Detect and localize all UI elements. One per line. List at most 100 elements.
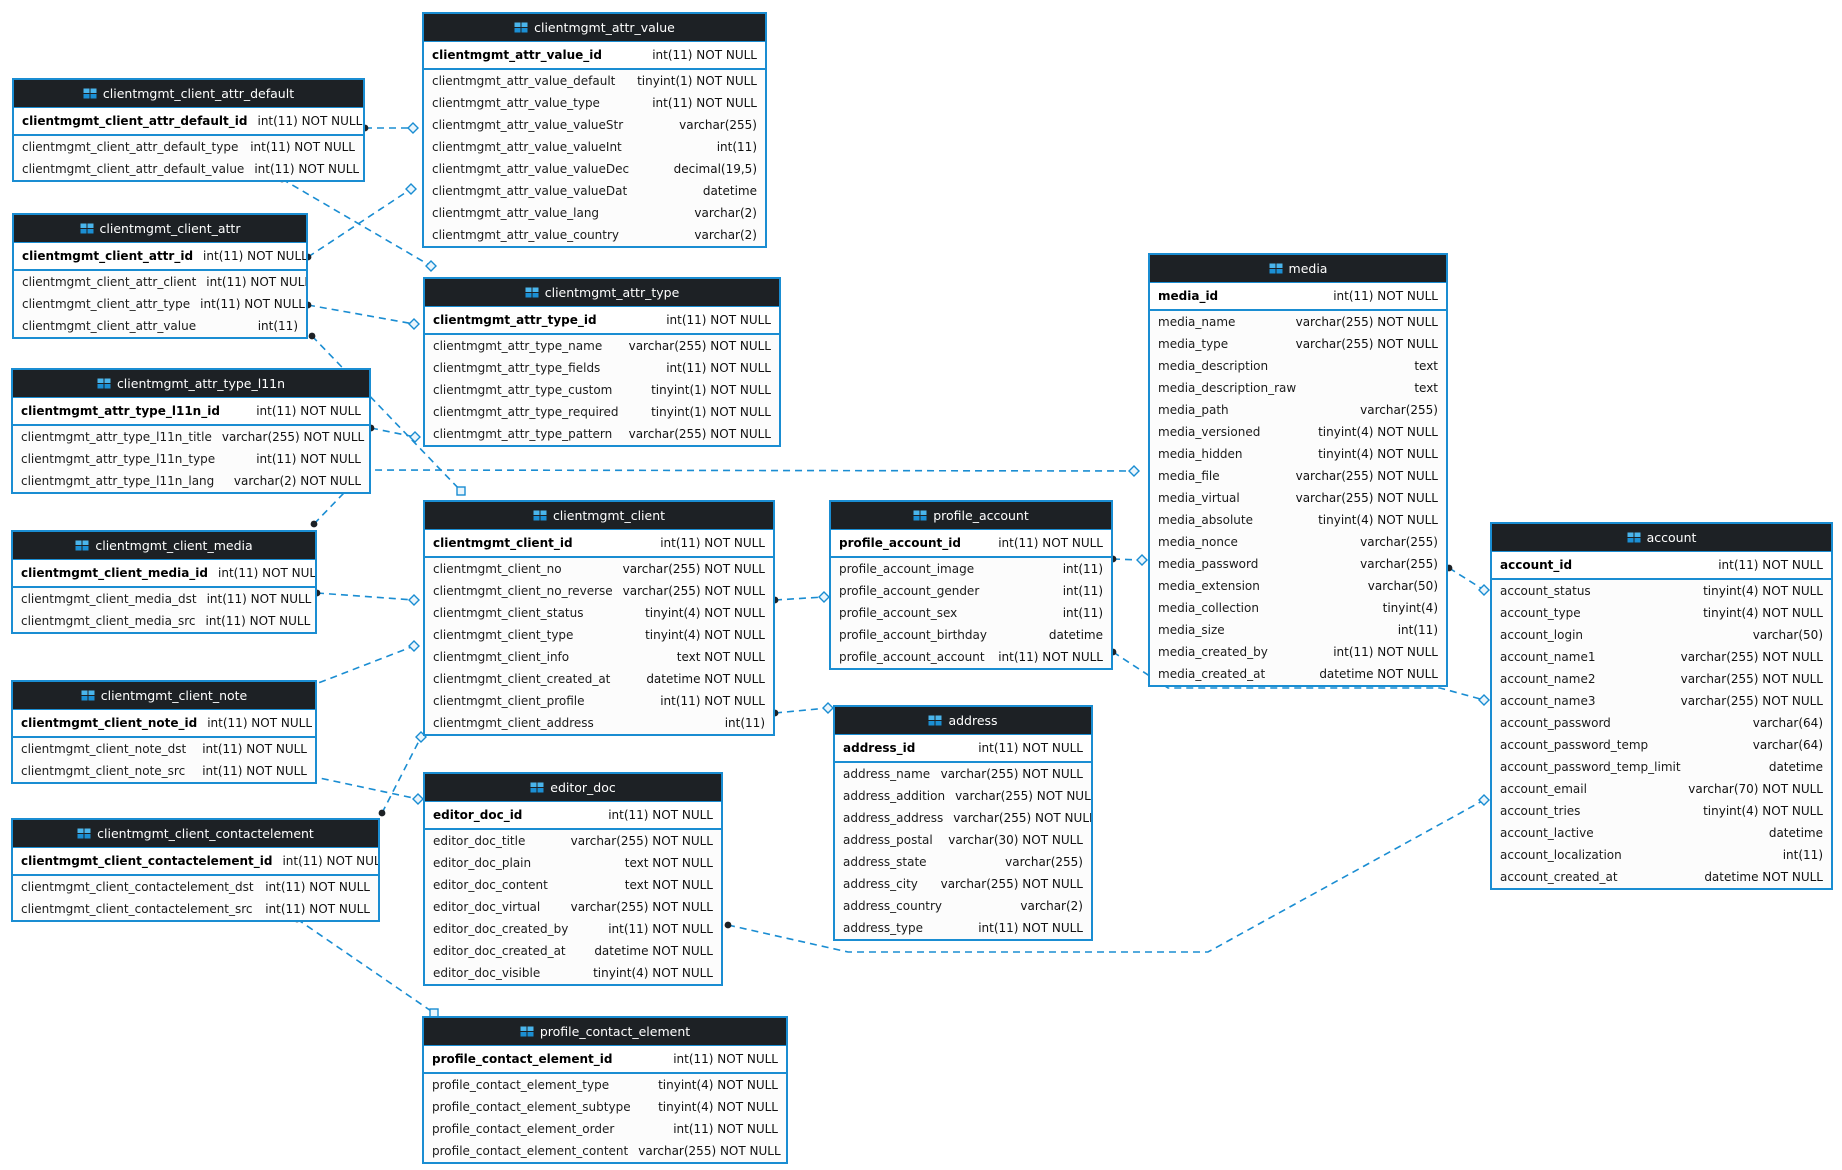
table-header[interactable]: account bbox=[1492, 524, 1831, 552]
table-header[interactable]: clientmgmt_client_attr bbox=[14, 215, 306, 243]
relationship-line-client-to-profile_account[interactable] bbox=[774, 596, 825, 601]
table-header[interactable]: profile_contact_element bbox=[424, 1018, 786, 1046]
relationship-line-media-to-account[interactable] bbox=[1448, 567, 1485, 591]
table-header[interactable]: clientmgmt_client_note bbox=[13, 682, 315, 710]
relationship-line-client-to-address[interactable] bbox=[774, 707, 829, 714]
relationship-line-client_note-to-client[interactable] bbox=[307, 645, 415, 688]
relationship-line-profile_account-to-account[interactable] bbox=[1112, 651, 1485, 701]
relationship-line-attr_type_l11n-to-attr_type[interactable] bbox=[370, 427, 416, 438]
table-clientmgmt_client_note[interactable]: clientmgmt_client_note clientmgmt_client_… bbox=[11, 680, 317, 784]
relationship-line-contactelement-to-profile_contact_element[interactable] bbox=[296, 918, 435, 1014]
relationship-line-client_attr-to-attr_value[interactable] bbox=[307, 188, 412, 258]
table-header[interactable]: clientmgmt_attr_value bbox=[424, 14, 765, 42]
relationship-line-client_attr_default-to-attr_type[interactable] bbox=[281, 178, 432, 267]
table-header[interactable]: address bbox=[835, 707, 1091, 735]
table-header[interactable]: clientmgmt_client_contactelement bbox=[13, 820, 378, 848]
relationship-line-client_media-to-client[interactable] bbox=[316, 592, 415, 601]
table-header[interactable]: clientmgmt_client bbox=[425, 502, 773, 530]
table-header[interactable]: profile_account bbox=[831, 502, 1111, 530]
